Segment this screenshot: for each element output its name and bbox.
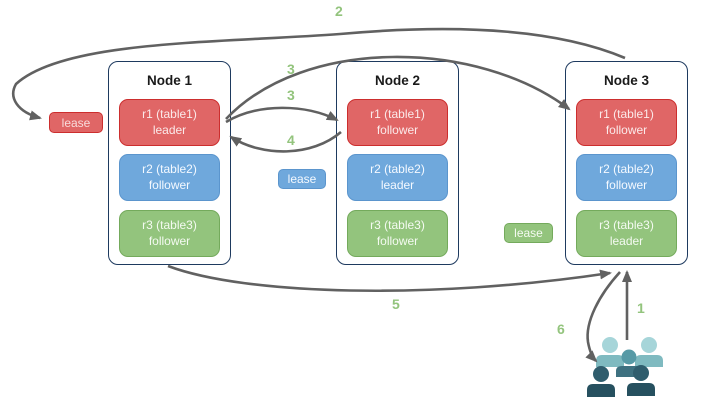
- replica-name: r1 (table1): [599, 106, 654, 121]
- node3-replica-r3: r3 (table3) leader: [576, 210, 677, 257]
- lease-chip-table2: lease: [278, 169, 326, 189]
- replica-name: r2 (table2): [142, 161, 197, 176]
- node1-replica-r1: r1 (table1) leader: [119, 99, 220, 146]
- replica-role: leader: [380, 177, 415, 192]
- node-2: Node 2 r1 (table1) follower r2 (table2) …: [336, 61, 459, 265]
- node3-replica-r2: r2 (table2) follower: [576, 154, 677, 201]
- replica-role: leader: [609, 233, 644, 248]
- lease-chip-table1: lease: [49, 112, 103, 133]
- replica-role: follower: [376, 122, 419, 137]
- arrow-3-leader-to-node2-follower: [225, 106, 339, 124]
- step-label-4: 4: [287, 132, 295, 148]
- node2-replica-r3: r3 (table3) follower: [347, 210, 448, 257]
- step-label-6: 6: [557, 321, 565, 337]
- arrow-6-leader-to-users: [585, 271, 621, 363]
- step-label-3b: 3: [287, 87, 295, 103]
- node1-replica-r3: r3 (table3) follower: [119, 210, 220, 257]
- arrow-5-node1-to-node3-leader: [167, 264, 612, 293]
- step-label-5: 5: [392, 296, 400, 312]
- replica-role: leader: [152, 122, 187, 137]
- replica-name: r2 (table2): [599, 161, 654, 176]
- node-1: Node 1 r1 (table1) leader r2 (table2) fo…: [108, 61, 231, 265]
- replica-name: r3 (table3): [370, 217, 425, 232]
- replica-role: follower: [148, 177, 191, 192]
- replica-name: r2 (table2): [370, 161, 425, 176]
- node-2-title: Node 2: [374, 73, 420, 88]
- replica-role: follower: [148, 233, 191, 248]
- node1-replica-r2: r2 (table2) follower: [119, 154, 220, 201]
- node2-replica-r1: r1 (table1) follower: [347, 99, 448, 146]
- step-label-1: 1: [637, 300, 645, 316]
- replica-name: r3 (table3): [142, 217, 197, 232]
- lease-chip-table3: lease: [504, 223, 553, 243]
- replica-role: follower: [605, 122, 648, 137]
- replica-name: r1 (table1): [142, 106, 197, 121]
- node-3: Node 3 r1 (table1) follower r2 (table2) …: [565, 61, 688, 265]
- node-1-title: Node 1: [146, 73, 192, 88]
- replica-role: follower: [376, 233, 419, 248]
- node3-replica-r1: r1 (table1) follower: [576, 99, 677, 146]
- node-3-title: Node 3: [603, 73, 649, 88]
- arrow-4-follower-ack-to-leader: [229, 131, 342, 153]
- arrow-2-node3-to-lease1: [11, 27, 626, 121]
- step-label-3a: 3: [287, 61, 295, 77]
- step-label-2: 2: [335, 3, 343, 19]
- replica-role: follower: [605, 177, 648, 192]
- node2-replica-r2: r2 (table2) leader: [347, 154, 448, 201]
- replica-name: r1 (table1): [370, 106, 425, 121]
- replica-name: r3 (table3): [599, 217, 654, 232]
